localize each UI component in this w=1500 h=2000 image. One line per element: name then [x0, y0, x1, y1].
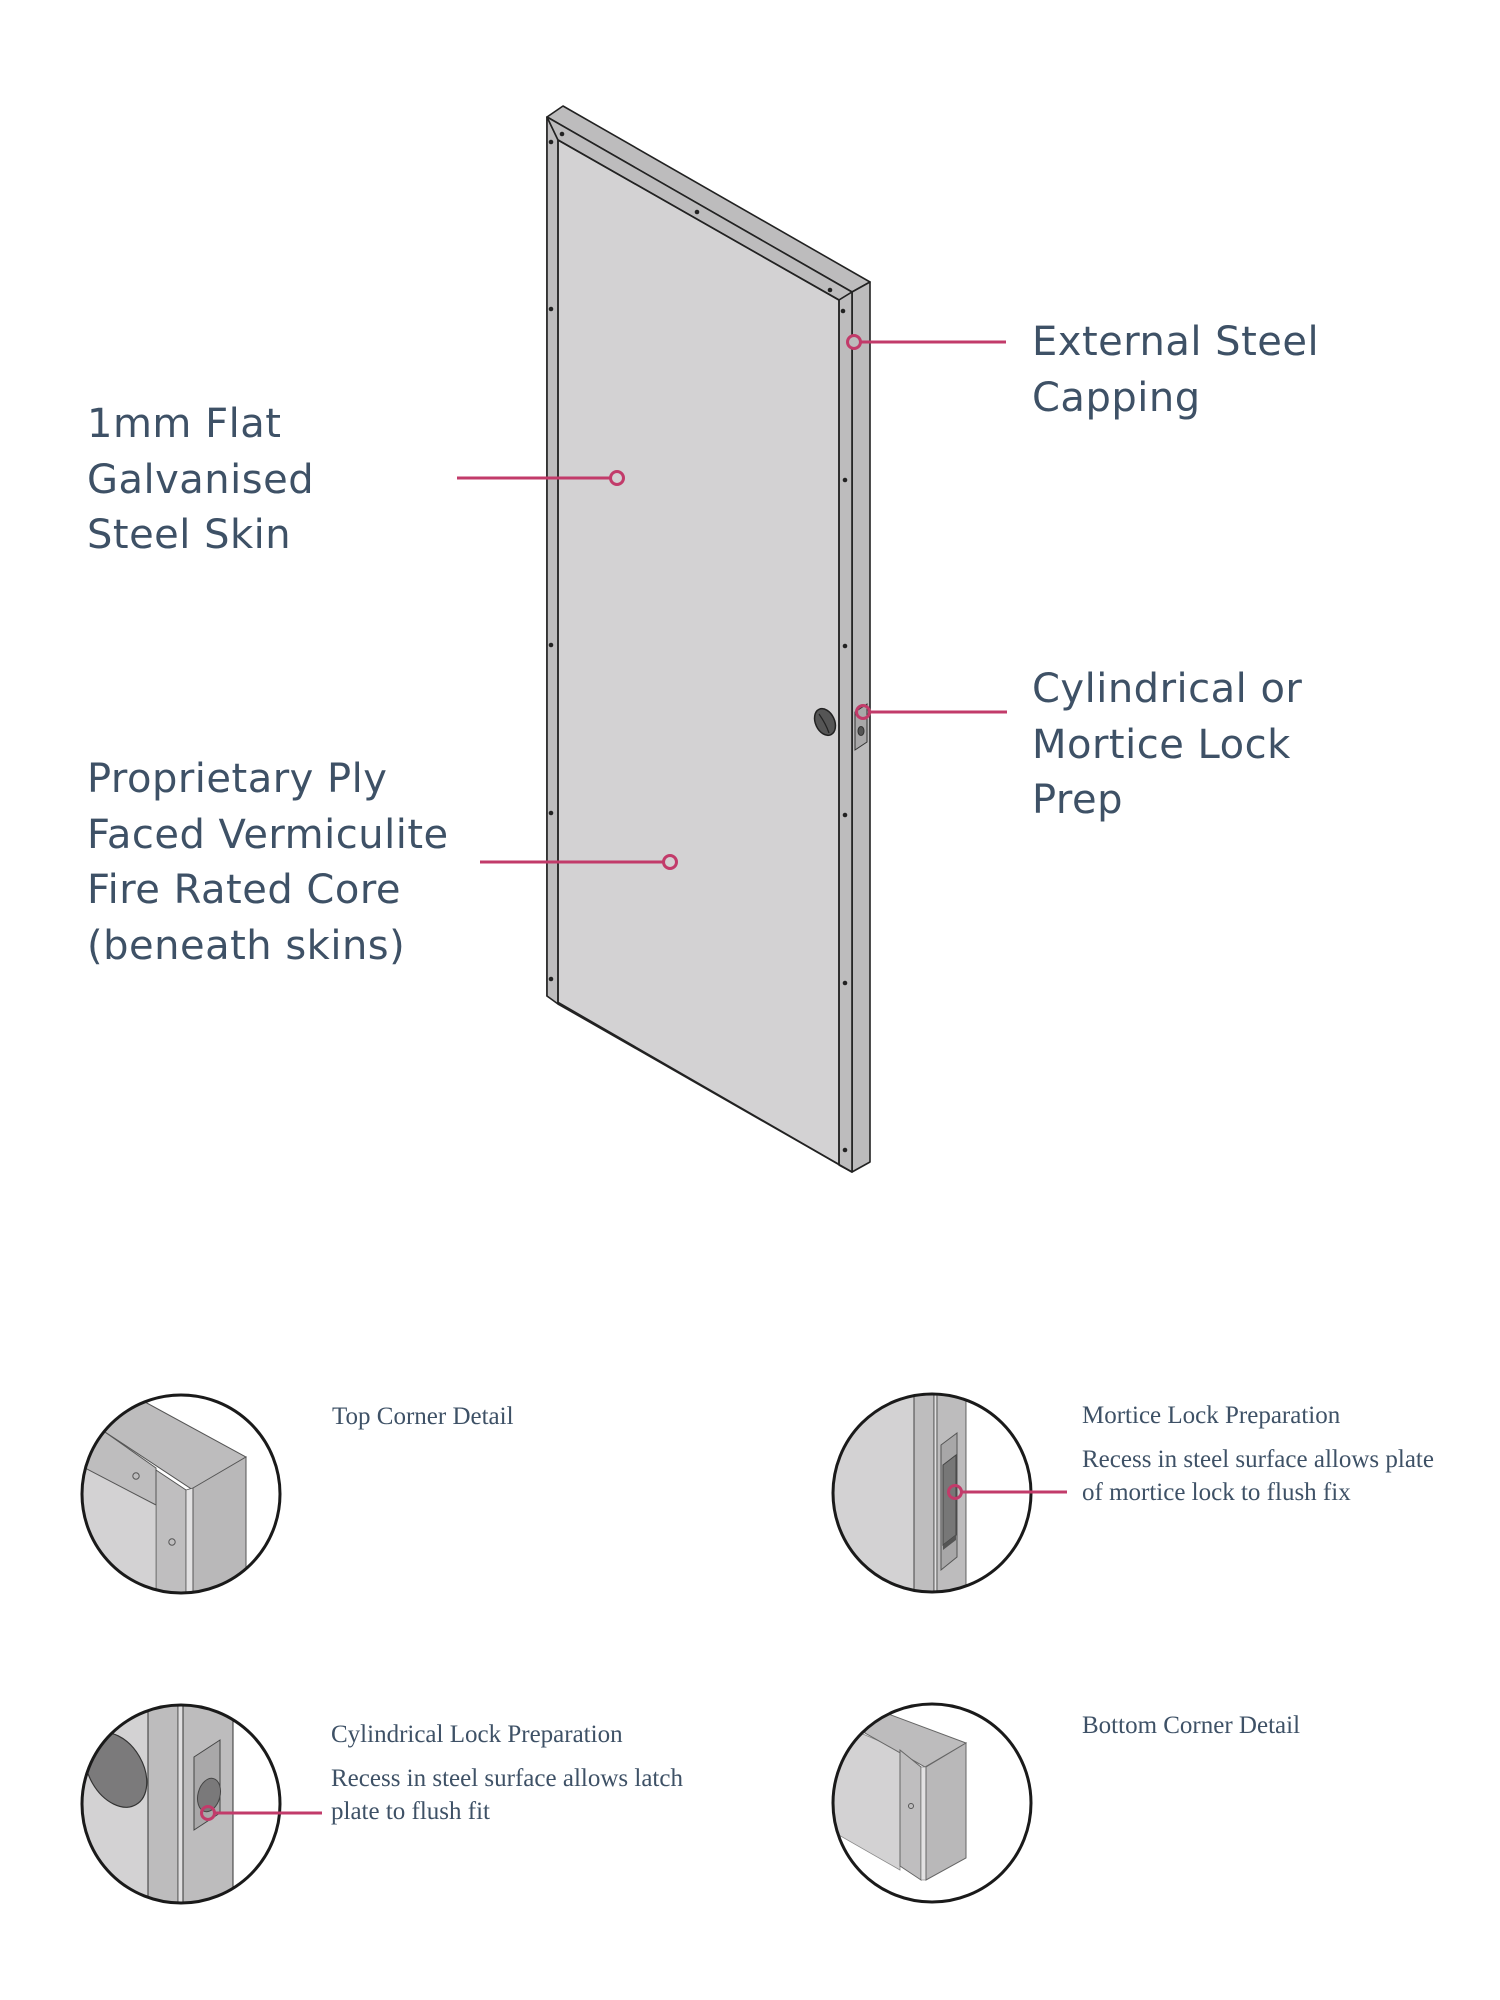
detail-desc-line: plate to flush fit [331, 1798, 490, 1825]
door-illustration [546, 105, 871, 1173]
detail-bottom-corner-frame [831, 1702, 1033, 1904]
callout-lock-prep: Cylindrical or Mortice Lock Prep [1032, 662, 1302, 829]
detail-desc-line: of mortice lock to flush fix [1082, 1479, 1351, 1506]
callout-line: 1mm Flat [87, 401, 282, 447]
detail-top-corner-frame [80, 1393, 282, 1595]
detail-mortice-lock-text: Mortice Lock Preparation Recess in steel… [1082, 1401, 1434, 1509]
detail-description: Recess in steel surface allows plate of … [1082, 1443, 1434, 1509]
detail-title: Cylindrical Lock Preparation [331, 1721, 623, 1748]
detail-title: Mortice Lock Preparation [1082, 1402, 1341, 1429]
callout-line: Capping [1032, 374, 1201, 421]
callout-line: Cylindrical or [1032, 666, 1303, 712]
detail-cylindrical-lock-frame [80, 1703, 282, 1905]
detail-top-corner-text: Top Corner Detail [332, 1402, 514, 1432]
callout-line: Faced Vermiculite [87, 811, 449, 858]
detail-cylindrical-lock-text: Cylindrical Lock Preparation Recess in s… [331, 1720, 683, 1828]
detail-top-corner-image [82, 1395, 280, 1593]
leader-steel-skin [457, 470, 625, 486]
door-left-capping [546, 116, 559, 1005]
leader-lines [457, 334, 1007, 870]
callout-steel-skin: 1mm Flat Galvanised Steel Skin [87, 397, 314, 564]
detail-title: Top Corner Detail [332, 1403, 514, 1430]
callout-line: Fire Rated Core [87, 867, 402, 913]
detail-bottom-corner-text: Bottom Corner Detail [1082, 1711, 1300, 1741]
detail-desc-line: Recess in steel surface allows latch [331, 1765, 683, 1792]
detail-bottom-corner-image [833, 1704, 1031, 1902]
detail-description: Recess in steel surface allows latch pla… [331, 1762, 683, 1828]
callout-core: Proprietary Ply Faced Vermiculite Fire R… [87, 752, 449, 974]
screw-dots [548, 131, 848, 1153]
leader-cylindrical-lock [200, 1805, 322, 1821]
handle-hole-icon [813, 707, 837, 737]
callout-line: Galvanised [87, 456, 315, 503]
door-right-capping [838, 291, 853, 1173]
callout-line: Mortice Lock [1032, 721, 1291, 768]
leader-core [480, 854, 678, 870]
callout-line: Steel Skin [87, 512, 292, 558]
callout-capping: External Steel Capping [1032, 315, 1319, 426]
detail-title: Bottom Corner Detail [1082, 1712, 1301, 1739]
leader-mortice-lock [947, 1484, 1067, 1500]
callout-line: Proprietary Ply [87, 756, 388, 802]
callout-line: Prep [1032, 777, 1123, 823]
detail-desc-line: Recess in steel surface allows plate [1082, 1446, 1434, 1473]
leader-capping [846, 334, 1006, 350]
leader-lock-prep [855, 704, 1007, 720]
callout-line: (beneath skins) [87, 922, 406, 969]
callout-line: External Steel [1032, 319, 1320, 365]
detail-cylindrical-lock-image [82, 1705, 280, 1903]
